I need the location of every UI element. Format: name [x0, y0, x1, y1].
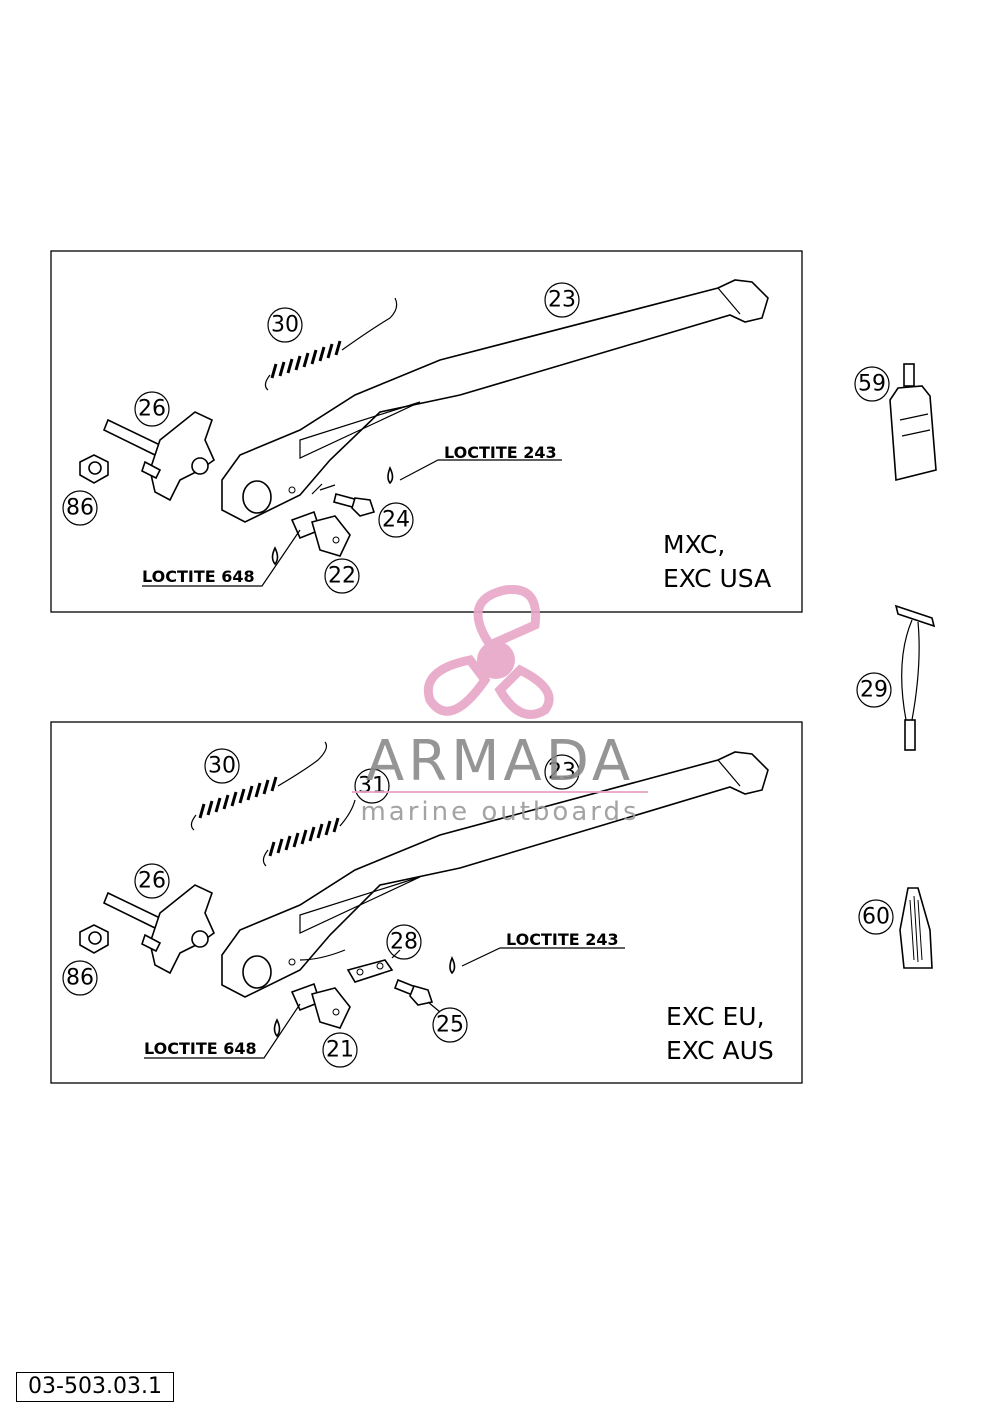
leader-line	[399, 459, 562, 481]
drop-icon	[387, 466, 394, 485]
leader-line	[311, 483, 323, 495]
callout-23: 23	[544, 282, 580, 318]
callout-number: 21	[326, 1038, 354, 1063]
propeller-logo-icon	[424, 584, 554, 719]
callout-number: 60	[862, 905, 890, 930]
grease-tube-icon	[899, 887, 933, 969]
variant-label-line-2: EXC AUS	[666, 1036, 774, 1065]
bolt-part	[333, 493, 376, 517]
callout-number: 86	[66, 966, 94, 991]
side-part-29: 29	[856, 604, 936, 751]
plate-part	[346, 959, 394, 983]
side-stand-part	[221, 279, 769, 523]
callout-86: 86	[62, 960, 98, 996]
leader-line	[427, 1001, 441, 1013]
loctite-bottle-icon	[889, 363, 937, 482]
callout-30: 30	[204, 748, 240, 784]
callout-number: 22	[328, 564, 356, 589]
loctite-243-label: LOCTITE 243	[444, 443, 557, 462]
stop-bolt-part	[290, 982, 351, 1029]
callout-number: 24	[382, 508, 410, 533]
drop-icon	[449, 956, 456, 975]
callout-number: 86	[66, 496, 94, 521]
pivot-bolt-part	[102, 884, 215, 975]
loctite-648-label: LOCTITE 648	[144, 1039, 257, 1058]
leader-line	[391, 949, 401, 959]
side-stand-part	[221, 751, 769, 998]
callout-86: 86	[62, 490, 98, 526]
spring-hook-tool-icon	[894, 604, 936, 751]
side-part-59: 59	[854, 363, 937, 482]
callout-25: 25	[432, 1007, 468, 1043]
callout-number: 28	[390, 930, 418, 955]
nut-part	[79, 454, 109, 484]
callout-23: 23	[544, 754, 580, 790]
callout-number: 23	[548, 288, 576, 313]
drop-icon	[271, 546, 279, 566]
panel-mxc-exc-usa: 30 23 26 86 24 22 LOCTITE 243 LOCTITE 64…	[50, 250, 803, 613]
callout-28: 28	[386, 924, 422, 960]
watermark-tagline: marine outboards	[360, 797, 639, 827]
panel-exc-eu-exc-aus: 30 31 23 26 86 28 25 21 LOCTITE 243 LOCT…	[50, 721, 803, 1084]
pivot-bolt-part	[102, 411, 215, 502]
spring-part	[262, 799, 356, 867]
leader-line	[142, 529, 301, 587]
loctite-243-label: LOCTITE 243	[506, 930, 619, 949]
armada-watermark: ARMADA marine outboards	[352, 584, 648, 827]
leader-line	[144, 1003, 301, 1059]
spring-part	[190, 741, 328, 831]
callout-31: 31	[354, 768, 390, 804]
callout-number: 59	[858, 372, 886, 397]
side-part-60: 60	[858, 887, 933, 969]
callout-26: 26	[134, 391, 170, 427]
callout-number: 31	[358, 774, 386, 799]
callout-22: 22	[324, 558, 360, 594]
callout-number: 26	[138, 397, 166, 422]
nut-part	[79, 924, 109, 954]
callout-number: 30	[271, 313, 299, 338]
callout-26: 26	[134, 863, 170, 899]
bolt-part	[393, 978, 434, 1006]
callout-number: 23	[548, 760, 576, 785]
variant-label-line-1: EXC EU,	[666, 1002, 765, 1031]
callout-number: 25	[436, 1013, 464, 1038]
callout-21: 21	[322, 1032, 358, 1068]
callout-30: 30	[267, 307, 303, 343]
callout-number: 26	[138, 869, 166, 894]
watermark-brand: ARMADA	[366, 729, 634, 794]
callout-number: 29	[860, 678, 888, 703]
loctite-648-label: LOCTITE 648	[142, 567, 255, 586]
callout-24: 24	[378, 502, 414, 538]
callout-number: 30	[208, 754, 236, 779]
variant-label-line-1: MXC,	[663, 530, 725, 559]
diagram-code-label: 03-503.03.1	[16, 1372, 174, 1402]
leader-line	[461, 947, 625, 967]
spring-part	[264, 297, 398, 391]
variant-label-line-2: EXC USA	[663, 564, 771, 593]
drop-icon	[273, 1018, 281, 1038]
